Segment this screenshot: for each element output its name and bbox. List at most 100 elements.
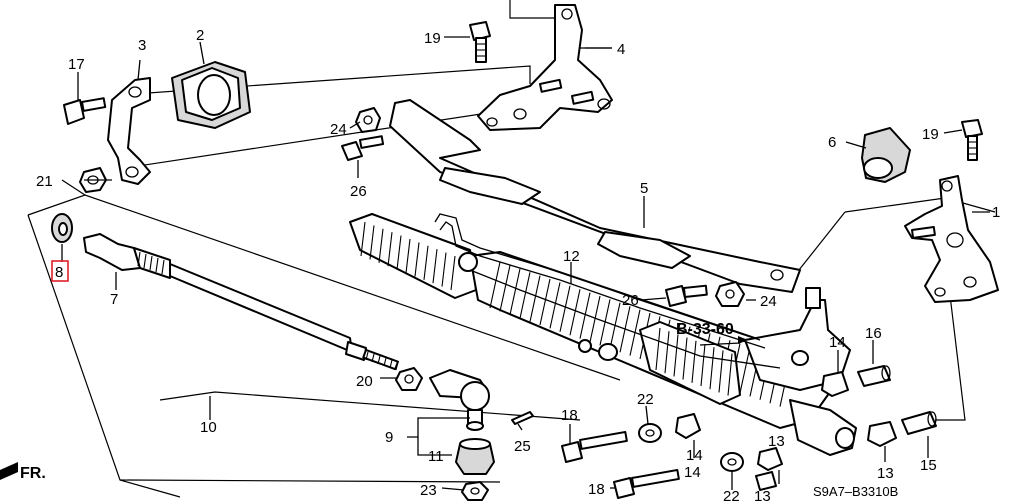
hatch-line <box>377 355 381 365</box>
hatch-line <box>569 289 581 336</box>
hatch-line <box>414 242 420 277</box>
hatch-line <box>682 337 688 380</box>
hatch-line <box>549 282 561 329</box>
part-13-bushing-a <box>867 421 897 447</box>
callout-24-b: 24 <box>760 293 777 310</box>
part-14-bushing-b <box>821 371 849 397</box>
part-26-bolt-lower <box>665 284 708 307</box>
part-26-bolt-upper <box>341 135 385 178</box>
hatch-line <box>149 255 153 271</box>
callout-18-a: 18 <box>561 407 578 424</box>
hatch-line <box>509 268 521 315</box>
callout-12: 12 <box>563 248 580 265</box>
part-5-cover-plate <box>389 99 801 293</box>
hatch-line <box>143 253 147 269</box>
callout-25: 25 <box>514 438 531 455</box>
callout-6: 6 <box>828 134 836 151</box>
part-13-bushing-b <box>755 471 777 491</box>
part-22-washer-upper <box>638 423 662 443</box>
part-20-nut <box>395 367 423 391</box>
part-11-boot <box>455 438 495 475</box>
callout-26-a: 26 <box>350 183 367 200</box>
rod-7-hatch <box>137 251 165 275</box>
hatch-line <box>718 350 724 393</box>
hatch-line <box>432 249 438 284</box>
part-14-bushing-a <box>675 413 701 439</box>
callout-13-a: 13 <box>877 465 894 482</box>
part-15-collar <box>901 411 937 435</box>
callout-22-b: 22 <box>723 488 740 503</box>
hatch-line <box>360 221 366 257</box>
hatch-line <box>378 228 384 263</box>
part-14-bushing-c <box>757 447 783 471</box>
callout-16: 16 <box>865 325 882 342</box>
hatch-line <box>396 235 402 270</box>
hatch-line <box>365 351 369 361</box>
callout-8-highlight-box <box>51 260 69 282</box>
hatch-line <box>369 225 375 260</box>
reference-label[interactable]: B-33-60 <box>676 321 734 338</box>
hatch-line <box>371 353 375 363</box>
callout-19-b: 19 <box>922 126 939 143</box>
part-18-bolt-lower <box>613 469 680 499</box>
part-19-bolt-right <box>961 119 983 161</box>
front-marker-label: FR. <box>20 465 46 482</box>
callout-18-b: 18 <box>588 481 605 498</box>
callout-15: 15 <box>920 457 937 474</box>
hatch-line <box>529 275 541 322</box>
leader-lines <box>61 36 990 491</box>
part-16-collar <box>857 365 891 387</box>
part-24-nut-lower <box>715 281 745 307</box>
hatch-line <box>700 343 706 387</box>
hatch-line <box>161 259 165 275</box>
callout-labels: 1 2 3 4 5 6 7 8 9 10 11 12 13 13 13 14 1… <box>36 27 1000 503</box>
callout-13-c: 13 <box>768 433 785 450</box>
callout-7: 7 <box>110 291 118 308</box>
front-arrow-icon <box>0 462 18 480</box>
part-2-rubber-mount <box>171 41 251 129</box>
callout-24-a: 24 <box>330 121 347 138</box>
hatch-line <box>559 285 571 332</box>
callout-11: 11 <box>428 448 444 465</box>
hatch-line <box>664 331 670 374</box>
hatch-line <box>423 245 429 280</box>
part-4-bracket <box>477 4 613 131</box>
hatch-line <box>137 251 141 267</box>
callout-10: 10 <box>200 419 217 436</box>
hatch-line <box>383 357 387 367</box>
left-boot-ribs <box>360 221 456 291</box>
callout-9: 9 <box>385 429 393 446</box>
hatch-line <box>739 346 751 394</box>
part-3-bracket <box>107 59 151 185</box>
part-1-bracket <box>904 175 999 303</box>
callout-22-a: 22 <box>637 391 654 408</box>
hatch-line <box>655 327 661 371</box>
reference-arrow-icon <box>738 336 748 344</box>
part-6-cap <box>861 127 911 183</box>
callout-19-a: 19 <box>424 30 441 47</box>
hatch-line <box>155 257 159 273</box>
hatch-line <box>389 359 393 369</box>
hatch-line <box>387 232 393 267</box>
callout-14-b: 14 <box>686 447 703 464</box>
hatch-line <box>579 292 591 339</box>
hatch-line <box>709 347 715 390</box>
front-marker: FR. <box>0 462 46 482</box>
hatch-line <box>691 340 697 383</box>
part-24-nut-upper <box>355 107 381 133</box>
callout-17: 17 <box>68 56 85 73</box>
callout-3: 3 <box>138 37 146 54</box>
callout-14-c: 14 <box>684 464 701 481</box>
part-17-bolt <box>63 72 107 125</box>
hatch-line <box>539 278 551 326</box>
rod-10-hatch <box>365 351 399 371</box>
part-18-bolt-upper <box>561 431 628 463</box>
part-9-tie-rod-end <box>429 369 490 431</box>
hatch-line <box>450 255 456 291</box>
callout-14-a: 14 <box>829 334 846 351</box>
hatch-line <box>519 272 531 319</box>
part-12-rack-housing <box>349 213 857 456</box>
hatch-line <box>673 334 679 377</box>
callout-13-b: 13 <box>754 488 771 503</box>
